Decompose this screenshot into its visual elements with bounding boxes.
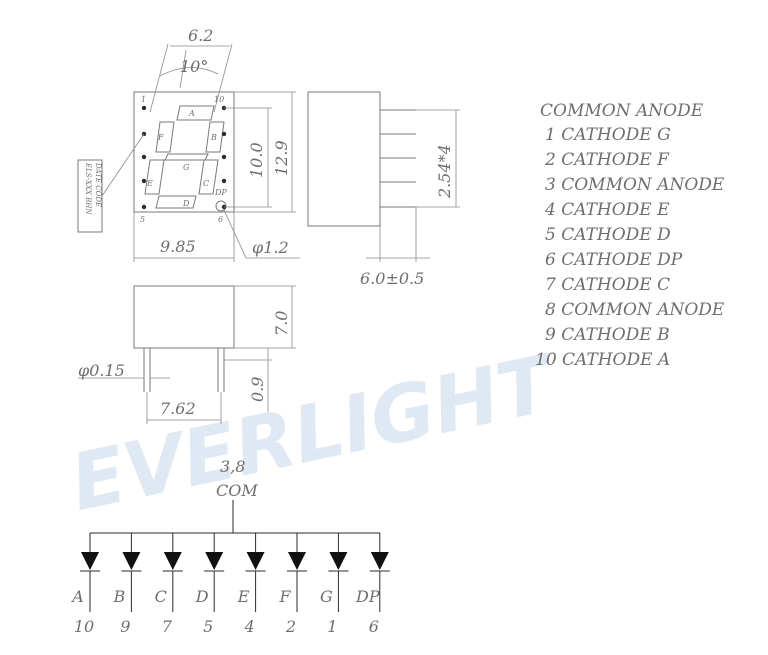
pin-list-item: 9 CATHODE B (545, 325, 670, 345)
dim-top: 6.2 (188, 26, 213, 45)
com-label: COM (216, 481, 258, 500)
segment-label-d: D (195, 587, 209, 606)
pin-list: COMMON ANODE 1 CATHODE G 2 CATHODE F 3 C… (535, 101, 725, 370)
dim-pitch: 2.54*4 (435, 144, 454, 199)
seg-label-e: E (146, 179, 153, 188)
pin-list-item: 7 CATHODE C (545, 275, 670, 295)
seg-label-b: B (210, 133, 217, 142)
pin-label-1: 1 (141, 95, 146, 104)
pin-number-label: 4 (244, 617, 255, 636)
segment-f (155, 121, 175, 153)
seg-label-f: F (157, 133, 164, 142)
diode-g (328, 533, 349, 612)
diode-b (121, 533, 142, 612)
pin-number-label: 1 (327, 617, 337, 636)
pin-list-item: 6 CATHODE DP (545, 250, 683, 270)
pin-number-label: 10 (74, 617, 94, 636)
segment-label-f: F (278, 587, 291, 606)
seg-label-c: C (203, 179, 209, 188)
dim-spacing: 7.62 (160, 399, 196, 418)
pin-list-item: 2 CATHODE F (544, 150, 670, 170)
pin-number-labels: 10 9 7 5 4 2 1 6 (74, 617, 379, 636)
dim-angle: 10° (180, 57, 208, 76)
digit-segments (144, 105, 227, 212)
pin-list-item: 5 CATHODE D (545, 225, 671, 245)
pin-number-label: 2 (285, 617, 296, 636)
com-pins: 3,8 (220, 457, 245, 476)
seg-label-g: G (183, 163, 190, 172)
diode-a (80, 533, 100, 612)
segment-label-dp: DP (355, 587, 380, 606)
pin-label-10: 10 (214, 95, 224, 104)
seg-label-a: A (188, 109, 195, 118)
segment-c (198, 159, 219, 195)
segment-a (176, 105, 215, 121)
dim-dp: φ1.2 (252, 238, 289, 257)
segment-label-g: G (320, 587, 333, 606)
side-label-2: DATE CODE (94, 162, 102, 207)
diode-e (245, 533, 266, 612)
bottom-body (133, 285, 235, 349)
segment-label-a: A (70, 587, 84, 606)
front-view: 1 10 5 6 A B C D E F G DP 6.2 10° 10.0 1… (77, 26, 300, 262)
segment-label-e: E (237, 587, 250, 606)
segment-dp (215, 200, 227, 212)
pin-dots (141, 105, 227, 210)
pin-list-header: COMMON ANODE (540, 101, 704, 121)
bottom-view: 7.0 0.9 φ0.15 7.62 (78, 285, 296, 424)
diode-f (287, 533, 307, 612)
diode-dp (369, 533, 390, 612)
dim-pin-thickness: φ0.15 (78, 361, 125, 380)
dim-inner-height: 10.0 (247, 142, 266, 178)
pin-label-6: 6 (218, 215, 223, 224)
pin-number-label: 5 (203, 617, 213, 636)
pin-list-item: 1 CATHODE G (545, 125, 671, 145)
dim-height: 7.0 (272, 311, 291, 336)
dim-lead: 6.0±0.5 (360, 269, 424, 288)
seg-label-dp: DP (214, 188, 227, 197)
segment-b (205, 121, 225, 153)
side-body (307, 91, 381, 227)
diode-d (204, 533, 225, 612)
circuit: 3,8 COM A B C D E F G DP 10 9 7 5 4 2 1 6 (70, 457, 390, 636)
segment-e (144, 159, 165, 195)
seg-label-d: D (182, 199, 190, 208)
side-view: 2.54*4 6.0±0.5 (307, 91, 460, 288)
diode-c (162, 533, 183, 612)
dim-width: 9.85 (160, 237, 196, 256)
pin-number-label: 9 (120, 617, 130, 636)
pin-list-item: 4 CATHODE E (544, 200, 670, 220)
segment-labels: A B C D E F G DP (70, 587, 380, 606)
pin-list-item: 8 COMMON ANODE (545, 300, 725, 320)
dim-standoff: 0.9 (248, 377, 267, 402)
dim-outer-height: 12.9 (272, 140, 291, 176)
pin-label-5: 5 (140, 215, 145, 224)
segment-label-b: B (113, 587, 126, 606)
pin-number-label: 6 (369, 617, 379, 636)
pin-list-item: 10 CATHODE A (535, 350, 670, 370)
front-body (133, 91, 235, 213)
segment-d (155, 195, 197, 209)
diode-array (80, 533, 390, 612)
pin-list-item: 3 COMMON ANODE (545, 175, 725, 195)
watermark: EVERLIGHT (63, 338, 565, 529)
segment-g (164, 153, 209, 161)
side-label-1: ELS-XXX BHN (84, 162, 92, 215)
segment-label-c: C (155, 587, 167, 606)
pin-number-label: 7 (162, 617, 173, 636)
